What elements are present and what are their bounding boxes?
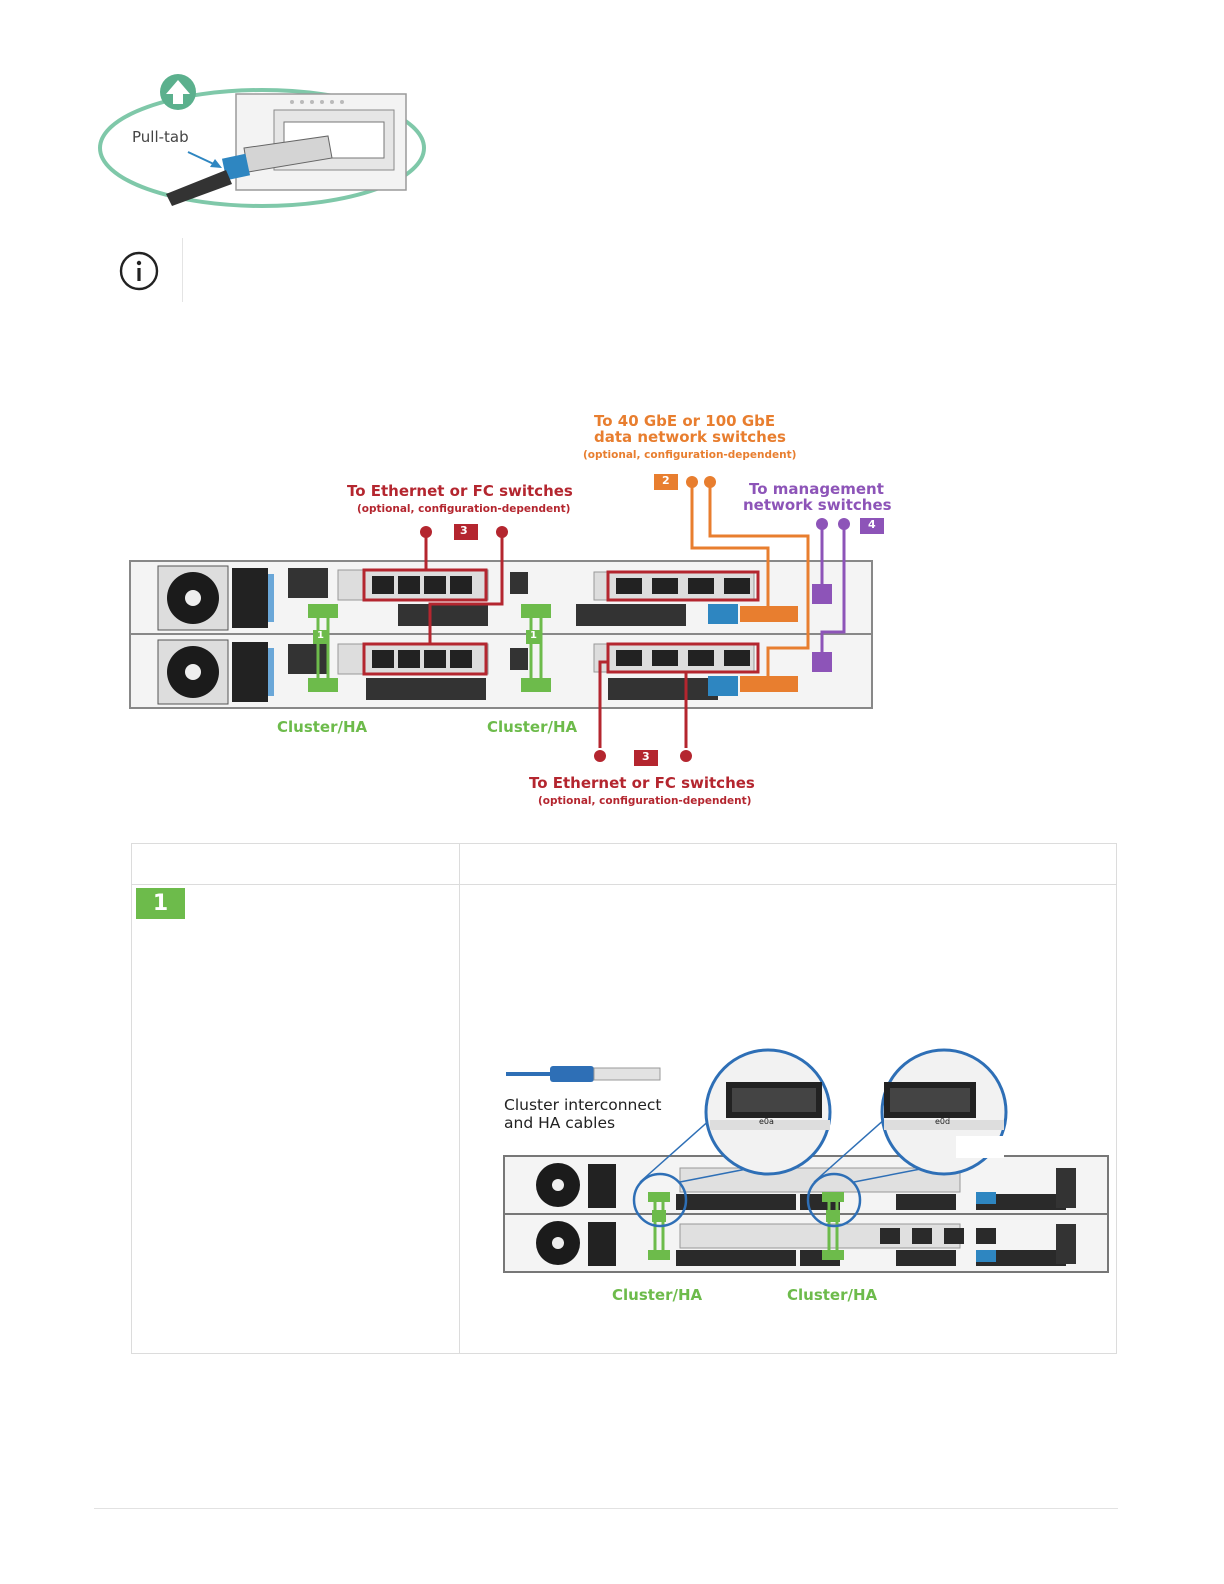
table-column-divider [459, 843, 460, 1354]
ethernet-fc-bottom-note: (optional, configuration-dependent) [538, 795, 752, 807]
management-callout-line1: To management [749, 480, 884, 498]
badge-3-top: 3 [460, 524, 468, 537]
data-network-callout-note: (optional, configuration-dependent) [583, 449, 797, 461]
zoom-port-label-left: e0a [759, 1117, 774, 1126]
badge-2: 2 [662, 474, 670, 487]
steps-table [131, 843, 1117, 1354]
pull-tab-label: Pull-tab [132, 128, 189, 146]
pull-tab-illustration: Pull-tab [96, 66, 432, 218]
table-header-divider [131, 884, 1117, 885]
info-icon [118, 250, 160, 292]
ethernet-fc-bottom-title: To Ethernet or FC switches [529, 774, 755, 792]
cable-label-line1: Cluster interconnect [504, 1096, 662, 1114]
cluster-ha-label-left: Cluster/HA [277, 718, 368, 736]
badge-1-left: 1 [317, 630, 324, 641]
cabling-diagram: To 40 GbE or 100 GbE data network switch… [128, 408, 898, 812]
cable-label-line2: and HA cables [504, 1114, 616, 1132]
data-network-callout-line2: data network switches [594, 428, 786, 446]
badge-4: 4 [868, 518, 876, 531]
cluster-ha-label-left: Cluster/HA [612, 1286, 703, 1304]
data-network-callout-line1: To 40 GbE or 100 GbE [594, 412, 776, 430]
badge-1-right: 1 [530, 630, 537, 641]
badge-3-bottom: 3 [642, 750, 650, 763]
cluster-ha-cabling-figure: Cluster interconnect and HA cables e0a e… [500, 1046, 1112, 1308]
zoom-port-label-right: e0d [935, 1117, 951, 1126]
cluster-ha-label-right: Cluster/HA [787, 1286, 878, 1304]
note-divider [182, 238, 183, 302]
ethernet-fc-top-note: (optional, configuration-dependent) [357, 503, 571, 515]
ethernet-fc-top-title: To Ethernet or FC switches [347, 482, 573, 500]
step-badge: 1 [136, 888, 185, 919]
fan-icon [157, 565, 229, 705]
management-callout-line2: network switches [743, 496, 892, 514]
cluster-ha-label-right: Cluster/HA [487, 718, 578, 736]
footer-rule [94, 1508, 1118, 1509]
